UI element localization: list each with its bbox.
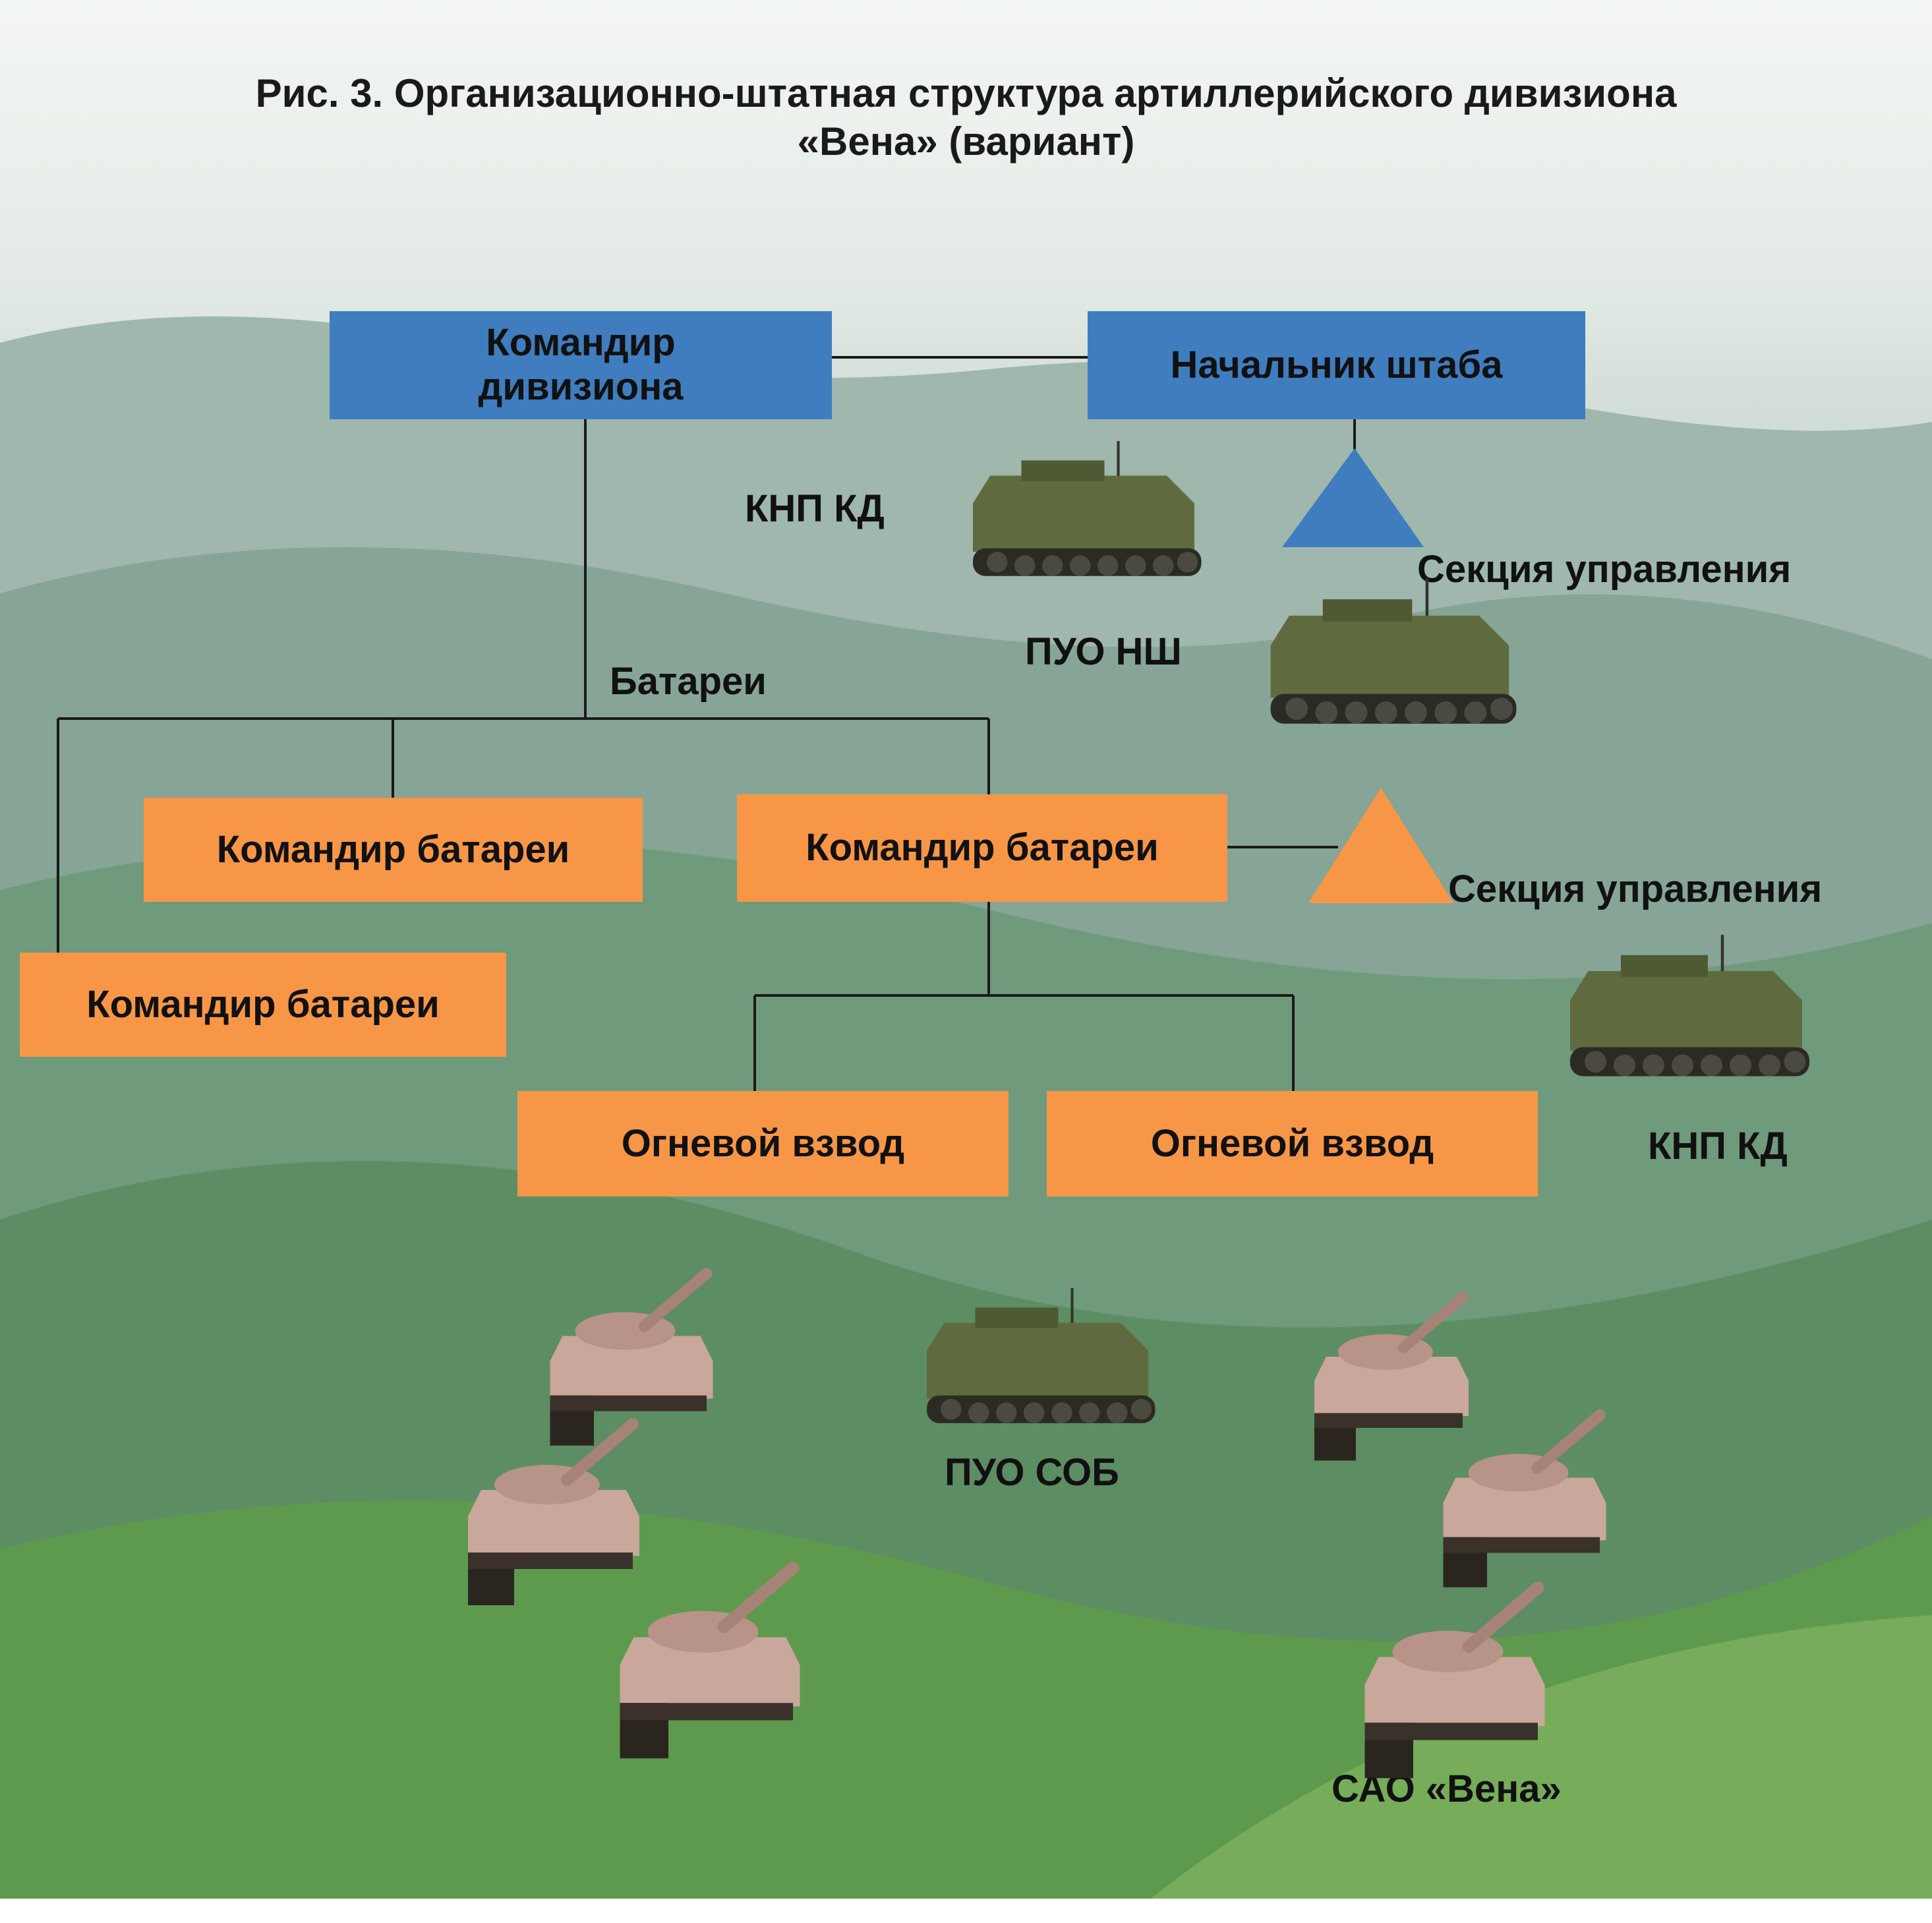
battery-commander-label-2: Командир батареи [805,826,1159,870]
battery-control-section-triangle [1308,788,1453,903]
control-section-label-staff: Секция управления [1417,548,1792,591]
chief-of-staff-box: Начальник штаба [1088,311,1585,419]
chief-of-staff-label: Начальник штаба [1170,343,1503,386]
batteries-label: Батареи [610,660,767,703]
figure-title-line1: Рис. 3. Организационно-штатная структура… [255,71,1677,115]
figure-title: Рис. 3. Организационно-штатная структура… [0,69,1932,165]
battery-commander-box-2: Командир батареи [737,794,1227,902]
puo-sob-vehicle-icon [927,1288,1156,1423]
puo-nsh-label: ПУО НШ [1025,630,1182,673]
commander-label: Командир дивизиона [478,321,684,408]
fire-platoon-label-1: Огневой взвод [621,1121,905,1165]
battery-commander-label-1: Командир батареи [216,827,570,871]
knp-kd-label-top: КНП КД [745,487,885,530]
fire-platoon-box-2: Огневой взвод [1047,1091,1538,1197]
knp-kd-vehicle-battery-icon [1570,935,1809,1077]
staff-control-section-triangle [1282,448,1424,547]
sao-gun-2-icon [468,1424,639,1605]
sao-gun-6-icon [1365,1588,1545,1779]
puo-nsh-vehicle-icon [1271,578,1517,723]
figure-title-line2: «Вена» (вариант) [797,119,1135,164]
battery-commander-label-3: Командир батареи [86,982,440,1026]
commander-box: Командир дивизиона [330,311,832,419]
sao-gun-3-icon [620,1568,800,1759]
fire-platoon-box-1: Огневой взвод [517,1091,1009,1197]
puo-sob-label: ПУО СОБ [945,1451,1119,1494]
battery-commander-box-1: Командир батареи [144,798,643,902]
battery-commander-box-3: Командир батареи [20,953,506,1057]
control-section-label-battery: Секция управления [1448,868,1823,910]
sao-gun-4-icon [1314,1297,1469,1461]
knp-kd-vehicle-top-icon [973,441,1202,576]
fire-platoon-label-2: Огневой взвод [1150,1121,1434,1165]
knp-kd-label-battery: КНП КД [1648,1125,1788,1168]
sao-gun-5-icon [1444,1415,1606,1587]
